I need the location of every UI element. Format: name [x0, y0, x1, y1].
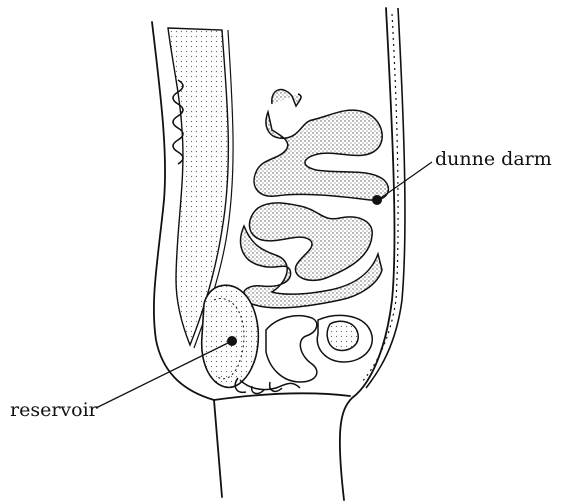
label-leaders — [96, 162, 432, 408]
label-reservoir: reservoir — [10, 401, 98, 420]
label-small-intestine: dunne darm — [435, 150, 552, 169]
reservoir-pouch — [202, 285, 259, 387]
small-intestine-loops — [241, 90, 389, 308]
